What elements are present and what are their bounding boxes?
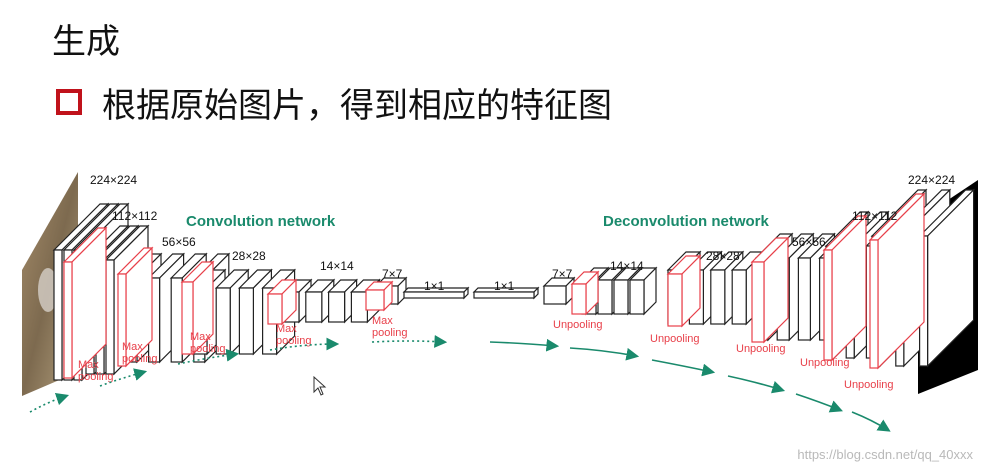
fc-layer-1 bbox=[402, 286, 470, 300]
dimension-label-10: 28×28 bbox=[706, 249, 740, 263]
network-layers bbox=[52, 188, 976, 382]
encoder-pool-layer-4 bbox=[364, 280, 394, 312]
deconvolution-network-diagram: 224×224 112×112 56×56 28×28 14×14 7×7 1×1 1×1 7×… bbox=[22, 172, 978, 432]
flow-arrow-7 bbox=[651, 359, 716, 377]
flow-arrow-4 bbox=[371, 335, 448, 348]
flow-arrow-9 bbox=[795, 393, 843, 413]
encoder-pool-layer-3 bbox=[266, 278, 298, 326]
dimension-label-8: 7×7 bbox=[552, 267, 573, 281]
unpooling-label-4: Unpooling bbox=[844, 379, 894, 391]
flow-arrow-8 bbox=[727, 375, 786, 394]
max-pooling-label-line1-0: Max bbox=[78, 359, 99, 371]
flow-arrow-5 bbox=[489, 338, 560, 352]
dimension-label-12: 112×112 bbox=[852, 209, 898, 223]
max-pooling-label-line2-3: pooling bbox=[276, 335, 311, 347]
dimension-label-7: 1×1 bbox=[494, 279, 515, 293]
unpooling-label-3: Unpooling bbox=[800, 357, 850, 369]
decoder-unpool-layer-1 bbox=[666, 254, 702, 328]
dimension-label-11: 56×56 bbox=[792, 235, 826, 249]
flow-arrows bbox=[29, 335, 891, 432]
deconvolution-network-title: Deconvolution network bbox=[603, 213, 770, 230]
max-pooling-label-line2-1: pooling bbox=[122, 353, 157, 365]
encoder-pool-layer-0 bbox=[62, 226, 108, 380]
network-labels: 224×224 112×112 56×56 28×28 14×14 7×7 1×1 1×1 7×… bbox=[78, 173, 955, 391]
encoder-pool-layer-1 bbox=[116, 246, 154, 368]
bullet-text: 根据原始图片，得到相应的特征图 bbox=[102, 85, 612, 126]
fc-layer-2 bbox=[472, 286, 540, 300]
unpooling-label-1: Unpooling bbox=[650, 333, 700, 345]
dimension-label-13: 224×224 bbox=[908, 173, 955, 187]
decoder-layer-1-3 bbox=[628, 266, 658, 316]
max-pooling-label-line1-3: Max bbox=[276, 323, 297, 335]
flow-arrow-3 bbox=[269, 337, 340, 351]
encoder-pool-layer-2 bbox=[180, 260, 215, 356]
dimension-label-9: 14×14 bbox=[610, 259, 644, 273]
dimension-label-5: 7×7 bbox=[382, 267, 403, 281]
dimension-label-2: 56×56 bbox=[162, 235, 196, 249]
max-pooling-label-line1-1: Max bbox=[122, 341, 143, 353]
slide-title: 生成 bbox=[52, 22, 120, 62]
bullet-row: 根据原始图片，得到相应的特征图 bbox=[56, 80, 612, 126]
mouse-cursor-icon bbox=[313, 376, 327, 396]
dimension-label-1: 112×112 bbox=[112, 209, 158, 223]
max-pooling-label-line2-2: pooling bbox=[190, 343, 225, 355]
decoder-unpool-layer-4 bbox=[868, 192, 926, 370]
watermark: https://blog.csdn.net/qq_40xxx bbox=[797, 447, 973, 462]
max-pooling-label-line2-0: pooling bbox=[78, 371, 113, 383]
unpooling-label-0: Unpooling bbox=[553, 319, 603, 331]
bullet-square-icon bbox=[56, 89, 82, 115]
input-image-subject bbox=[38, 268, 58, 312]
decoder-unpool-layer-2 bbox=[750, 236, 790, 344]
dimension-label-6: 1×1 bbox=[424, 279, 445, 293]
dimension-label-3: 28×28 bbox=[232, 249, 266, 263]
flow-arrow-10 bbox=[851, 411, 891, 432]
max-pooling-label-line2-4: pooling bbox=[372, 327, 407, 339]
max-pooling-label-line1-2: Max bbox=[190, 331, 211, 343]
flow-arrow-0 bbox=[29, 392, 70, 413]
convolution-network-title: Convolution network bbox=[186, 213, 336, 230]
decoder-unpool-layer-0 bbox=[570, 270, 600, 316]
flow-arrow-6 bbox=[569, 347, 640, 361]
decoder-layer-0-0 bbox=[542, 276, 576, 306]
max-pooling-label-line1-4: Max bbox=[372, 315, 393, 327]
dimension-label-4: 14×14 bbox=[320, 259, 354, 273]
unpooling-label-2: Unpooling bbox=[736, 343, 786, 355]
decoder-unpool-layer-3 bbox=[822, 214, 868, 362]
dimension-label-0: 224×224 bbox=[90, 173, 137, 187]
